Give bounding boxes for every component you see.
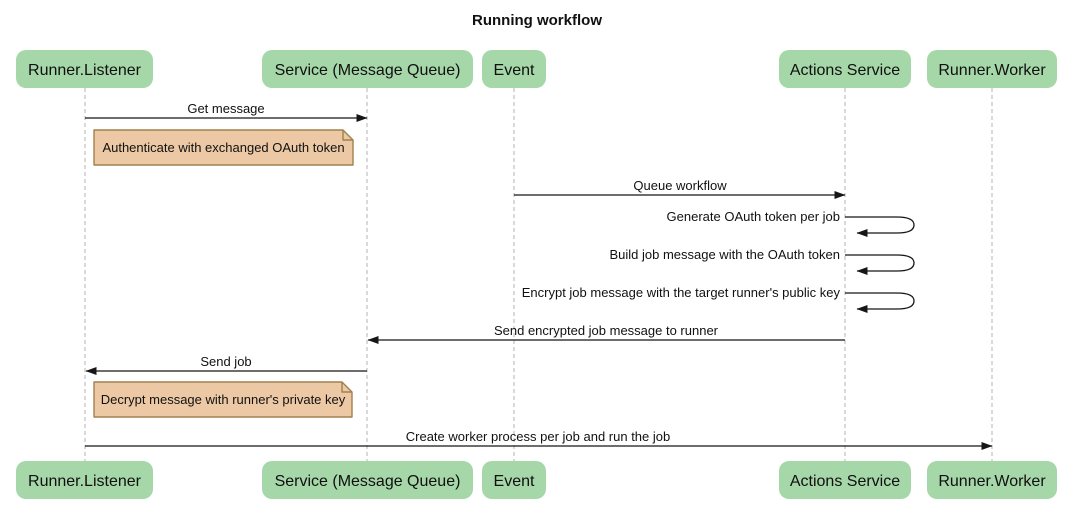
participant-bottom-actions-service: Actions Service: [779, 461, 911, 499]
participant-box: [779, 461, 911, 499]
message-label: Send job: [200, 354, 251, 369]
participant-top-runner-listener: Runner.Listener: [16, 50, 153, 88]
participant-box: [16, 461, 153, 499]
self-message-arrow: [845, 254, 915, 275]
message-label: Queue workflow: [633, 178, 727, 193]
participant-top-event: Event: [482, 50, 546, 88]
message-send-encrypted-job: Send encrypted job message to runner: [367, 323, 845, 344]
participant-label: Runner.Worker: [938, 473, 1046, 490]
participant-box: [482, 461, 546, 499]
note-authenticate-oauth: Authenticate with exchanged OAuth token: [93, 129, 354, 166]
participant-label: Runner.Listener: [28, 473, 142, 490]
self-message-arrow: [845, 216, 915, 237]
participant-label: Service (Message Queue): [275, 473, 461, 490]
message-create-worker-process: Create worker process per job and run th…: [85, 429, 993, 450]
note-decrypt-message: Decrypt message with runner's private ke…: [93, 381, 353, 418]
participant-bottom-runner-listener: Runner.Listener: [16, 461, 153, 499]
diagram-title: Running workflow: [472, 12, 602, 29]
self-message-arrow: [845, 292, 915, 313]
participant-bottom-runner-worker: Runner.Worker: [927, 461, 1057, 499]
participant-label: Actions Service: [790, 62, 900, 79]
participant-bottom-service-message-queue: Service (Message Queue): [262, 461, 473, 499]
note-box: [93, 381, 353, 418]
participant-box: [482, 50, 546, 88]
participant-label: Runner.Listener: [28, 62, 142, 79]
message-queue-workflow: Queue workflow: [514, 178, 846, 199]
participant-box: [927, 50, 1057, 88]
participant-box: [16, 50, 153, 88]
message-encrypt-job-message: Encrypt job message with the target runn…: [522, 285, 915, 313]
message-get-message: Get message: [85, 101, 368, 122]
message-label: Encrypt job message with the target runn…: [522, 285, 841, 300]
participant-bottom-event: Event: [482, 461, 546, 499]
participant-top-service-message-queue: Service (Message Queue): [262, 50, 473, 88]
note-text: Decrypt message with runner's private ke…: [101, 392, 346, 407]
participant-label: Event: [494, 62, 535, 79]
message-label: Get message: [187, 101, 264, 116]
participant-box: [779, 50, 911, 88]
note-fold-corner: [342, 130, 353, 141]
participant-box: [927, 461, 1057, 499]
participant-label: Service (Message Queue): [275, 62, 461, 79]
message-generate-oauth-token: Generate OAuth token per job: [667, 209, 915, 237]
participant-box: [262, 461, 473, 499]
participant-label: Actions Service: [790, 473, 900, 490]
participant-label: Event: [494, 473, 535, 490]
participant-top-actions-service: Actions Service: [779, 50, 911, 88]
participant-top-runner-worker: Runner.Worker: [927, 50, 1057, 88]
note-fold-corner: [341, 382, 352, 393]
message-build-job-message: Build job message with the OAuth token: [609, 247, 915, 275]
message-send-job: Send job: [85, 354, 367, 375]
note-box: [93, 129, 354, 166]
message-label: Create worker process per job and run th…: [406, 429, 670, 444]
message-label: Generate OAuth token per job: [667, 209, 840, 224]
message-label: Send encrypted job message to runner: [494, 323, 719, 338]
participant-box: [262, 50, 473, 88]
message-label: Build job message with the OAuth token: [609, 247, 840, 262]
note-text: Authenticate with exchanged OAuth token: [102, 140, 344, 155]
participant-label: Runner.Worker: [938, 62, 1046, 79]
